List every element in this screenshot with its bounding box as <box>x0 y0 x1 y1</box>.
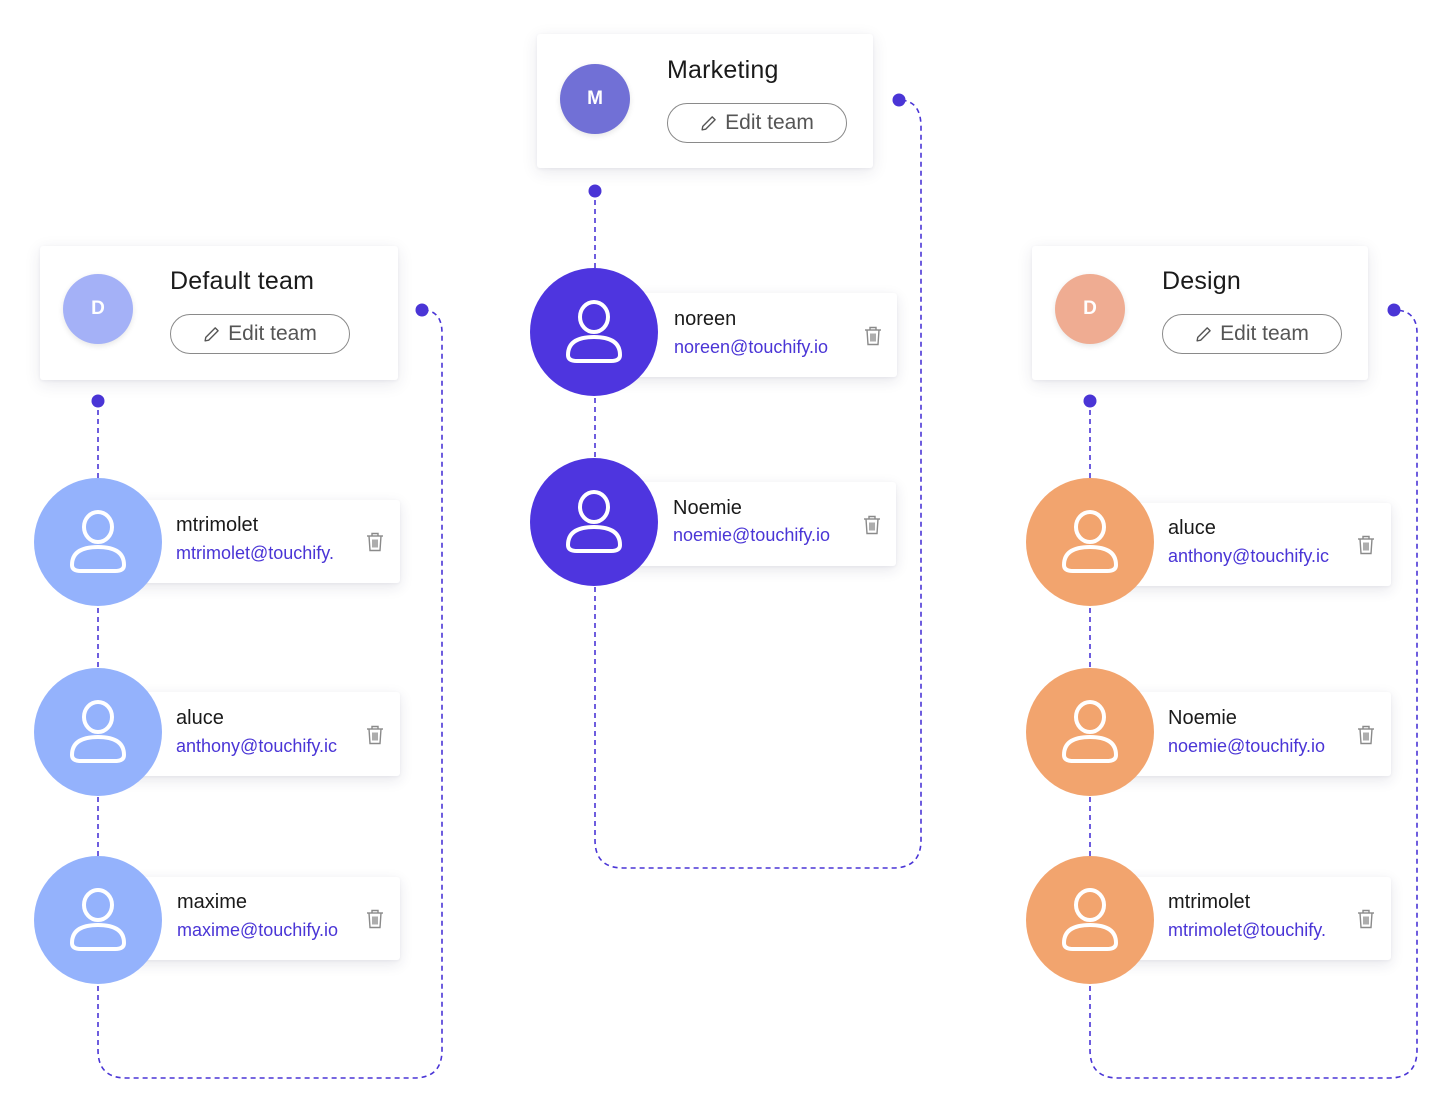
user-avatar <box>34 856 162 984</box>
user-icon <box>1061 700 1119 763</box>
user-avatar <box>1026 668 1154 796</box>
member-name: noreen <box>674 308 737 330</box>
pencil-icon <box>204 326 219 342</box>
member-name: aluce <box>176 707 224 729</box>
user-icon <box>565 490 623 553</box>
member-email[interactable]: mtrimolet@touchify. <box>176 543 334 563</box>
team-name: Default team <box>170 267 315 295</box>
edit-team-button[interactable]: Edit team <box>667 103 847 143</box>
user-icon <box>1061 888 1119 951</box>
team-card-design: D Design Edit team <box>1032 246 1368 380</box>
edit-team-button[interactable]: Edit team <box>170 314 350 354</box>
team-avatar: M <box>560 64 630 134</box>
member-email[interactable]: anthony@touchify.ic <box>176 736 338 756</box>
team-card-default: D Default team Edit team <box>40 246 398 380</box>
edit-team-label: Edit team <box>725 111 814 134</box>
member-email[interactable]: mtrimolet@touchify. <box>1168 920 1326 940</box>
team-name: Marketing <box>667 56 779 84</box>
trash-icon[interactable] <box>365 531 385 553</box>
team-card-marketing: M Marketing Edit team <box>537 34 873 168</box>
member-name: mtrimolet <box>1168 891 1251 913</box>
member-email[interactable]: noreen@touchify.io <box>674 337 829 357</box>
user-avatar <box>1026 856 1154 984</box>
member-email[interactable]: maxime@touchify.io <box>177 920 338 940</box>
user-avatar <box>1026 478 1154 606</box>
member-email[interactable]: noemie@touchify.io <box>1168 736 1326 756</box>
member-email[interactable]: anthony@touchify.ic <box>1168 546 1330 566</box>
trash-icon[interactable] <box>1356 724 1376 746</box>
user-icon <box>69 888 127 951</box>
pencil-icon <box>701 115 716 131</box>
team-avatar: D <box>63 274 133 344</box>
trash-icon[interactable] <box>862 514 882 536</box>
member-name: aluce <box>1168 517 1216 539</box>
edit-team-label: Edit team <box>228 322 317 345</box>
user-icon <box>69 510 127 573</box>
user-icon <box>1061 510 1119 573</box>
member-email[interactable]: noemie@touchify.io <box>673 525 831 545</box>
member-name: maxime <box>177 891 248 913</box>
trash-icon[interactable] <box>365 908 385 930</box>
user-avatar <box>34 478 162 606</box>
team-avatar: D <box>1055 274 1125 344</box>
user-icon <box>69 700 127 763</box>
member-name: Noemie <box>673 497 742 519</box>
edit-team-label: Edit team <box>1220 322 1309 345</box>
trash-icon[interactable] <box>1356 534 1376 556</box>
trash-icon[interactable] <box>1356 908 1376 930</box>
pencil-icon <box>1196 326 1211 342</box>
user-icon <box>565 300 623 363</box>
user-avatar <box>530 458 658 586</box>
member-name: mtrimolet <box>176 514 259 536</box>
member-name: Noemie <box>1168 707 1237 729</box>
edit-team-button[interactable]: Edit team <box>1162 314 1342 354</box>
trash-icon[interactable] <box>863 325 883 347</box>
team-name: Design <box>1162 267 1242 295</box>
trash-icon[interactable] <box>365 724 385 746</box>
user-avatar <box>34 668 162 796</box>
user-avatar <box>530 268 658 396</box>
